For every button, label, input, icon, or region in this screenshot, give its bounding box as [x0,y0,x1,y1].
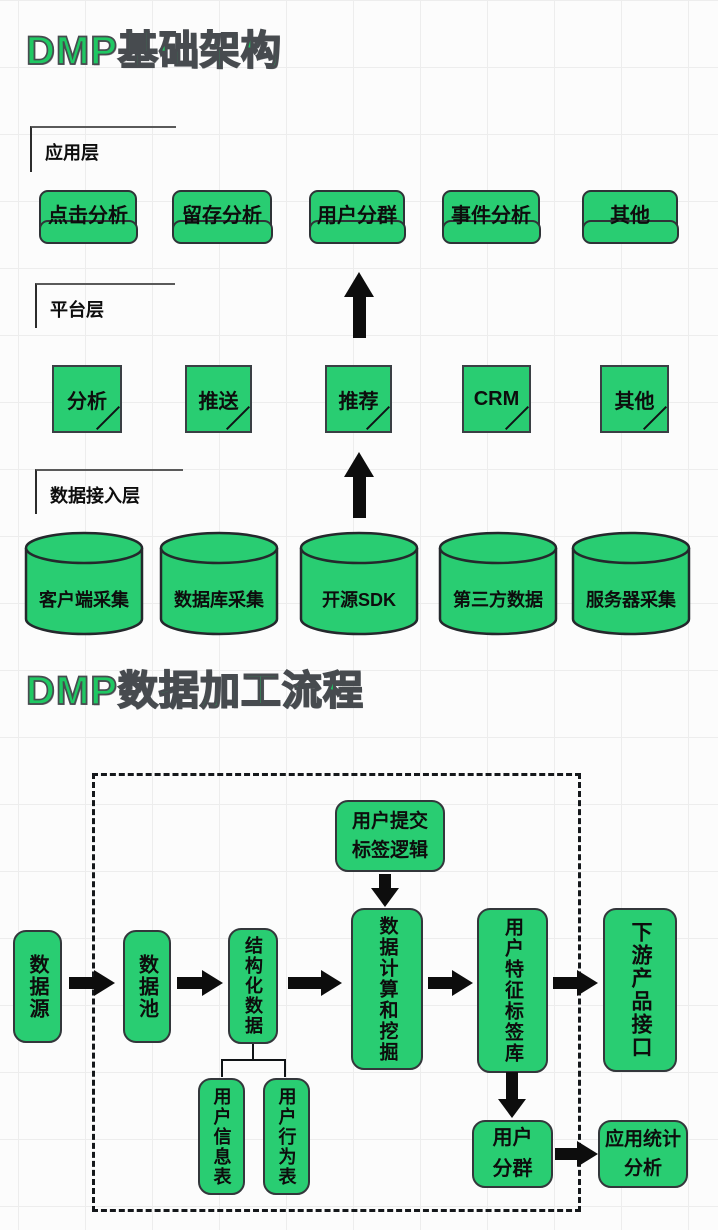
arrow-shaft [553,977,577,989]
flow-node-data-compute-mining: 数据计算和挖掘 [351,908,423,1070]
datasource-cylinder-client-collection: 客户端采集 [23,530,145,638]
layer-label-application: 应用层 [30,126,176,172]
arrow-shaft [288,977,321,989]
app-node-retention-analysis: 留存分析 [171,190,273,244]
arrow-shaft [379,874,391,888]
right-arrow-pool-to-structured-icon [177,969,223,997]
arrow-shaft [428,977,452,989]
arrow-shaft [352,477,366,518]
connector-stub-structured-data [252,1044,254,1060]
arrowhead-icon [344,452,374,477]
right-arrow-segment-to-stats-icon [555,1141,598,1167]
flow-node-user-segmentation: 用户 分群 [472,1120,553,1188]
datasource-cylinder-opensource-sdk: 开源SDK [298,530,420,638]
flow-node-user-submitted-tag-logic: 用户提交 标签逻辑 [335,800,445,872]
platform-node-crm: CRM [462,365,531,433]
flow-node-downstream-product-api: 下游产品接口 [603,908,677,1072]
app-node-user-segmentation: 用户分群 [308,190,406,244]
app-node-click-analysis: 点击分析 [38,190,138,244]
right-arrow-compute-to-tags-icon [428,969,473,997]
cylinder-icon [571,531,691,636]
layer-label-platform: 平台层 [35,283,175,328]
flow-node-structured-data: 结构化数据 [228,928,278,1044]
datasource-cylinder-server-collection: 服务器采集 [570,530,692,638]
flow-node-data-pool: 数据池 [123,930,171,1043]
datasource-cylinder-database-collection: 数据库采集 [158,530,280,638]
cylinder-icon [299,531,419,636]
flow-node-user-behavior-table: 用户行为表 [263,1078,310,1195]
flow-node-user-feature-tag-library: 用户特征标签库 [477,908,548,1073]
arrow-shaft [555,1148,577,1160]
arrowhead-icon [577,970,598,996]
cylinder-icon [438,531,558,636]
arrowhead-icon [94,970,115,996]
platform-node-analysis: 分析 [52,365,122,433]
down-arrow-submit-to-compute-icon [371,874,399,907]
flow-node-user-info-table: 用户信息表 [198,1078,245,1195]
down-arrow-tags-to-segment-icon [498,1072,526,1118]
arrowhead-icon [452,970,473,996]
architecture-title: DMP基础架构 [25,28,282,74]
cylinder-label: 数据库采集 [174,590,264,610]
arrowhead-icon [371,888,399,907]
up-arrow-data-to-platform-icon [344,452,374,518]
arrowhead-icon [577,1141,598,1167]
layer-label-data-access: 数据接入层 [35,469,183,514]
arrow-shaft [69,977,94,989]
platform-node-push: 推送 [185,365,252,433]
connector-bracket-tables [221,1059,286,1077]
datasource-cylinder-thirdparty-data: 第三方数据 [437,530,559,638]
flow-node-data-source: 数据源 [13,930,62,1043]
right-arrow-source-to-pool-icon [69,969,115,997]
process-title: DMP数据加工流程 [25,668,364,714]
arrowhead-icon [498,1099,526,1118]
cylinder-label: 客户端采集 [39,590,129,610]
right-arrow-structured-to-compute-icon [288,969,342,997]
arrow-shaft [352,297,366,338]
right-arrow-tags-to-downstream-icon [553,969,598,997]
arrowhead-icon [202,970,223,996]
arrowhead-icon [344,272,374,297]
app-node-other: 其他 [581,190,679,244]
cylinder-icon [24,531,144,636]
app-node-event-analysis: 事件分析 [441,190,541,244]
platform-node-recommend: 推荐 [325,365,392,433]
flow-node-application-statistics-analysis: 应用统计 分析 [598,1120,688,1188]
cylinder-label: 开源SDK [321,590,396,610]
arrow-shaft [177,977,202,989]
arrow-shaft [506,1072,518,1099]
up-arrow-platform-to-application-icon [344,272,374,338]
cylinder-icon [159,531,279,636]
platform-node-other: 其他 [600,365,669,433]
cylinder-label: 第三方数据 [453,590,543,610]
arrowhead-icon [321,970,342,996]
cylinder-label: 服务器采集 [586,590,676,610]
